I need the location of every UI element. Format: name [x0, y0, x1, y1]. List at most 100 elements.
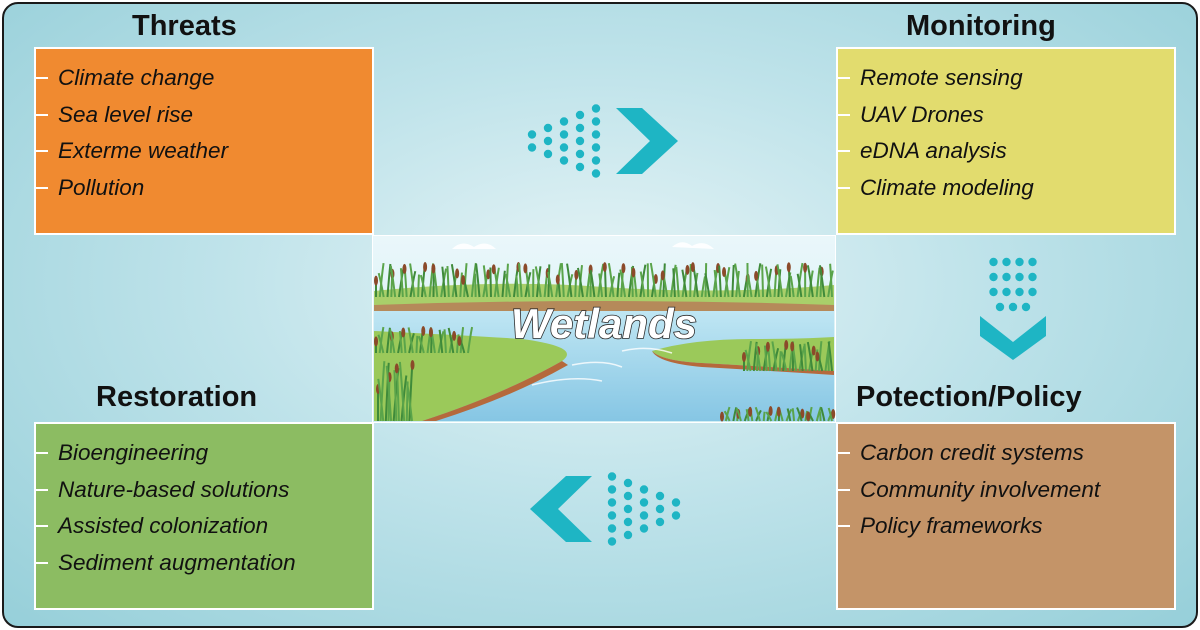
reed — [459, 272, 463, 298]
reed — [754, 406, 761, 422]
reed — [818, 265, 826, 298]
arrow-dot — [623, 504, 633, 514]
reed — [829, 263, 833, 298]
policy-list: Carbon credit systems Community involvem… — [838, 438, 1100, 548]
reed — [827, 341, 833, 372]
arrow-dot — [1002, 257, 1011, 267]
arrow-dot — [623, 530, 633, 540]
reed — [734, 263, 742, 298]
reed — [576, 267, 584, 298]
cloud-shape — [672, 242, 714, 249]
reed — [377, 272, 385, 298]
arrow-dot — [607, 498, 617, 507]
cattail — [523, 263, 528, 274]
reed — [689, 264, 692, 298]
reed — [754, 343, 762, 372]
cloud-shape — [452, 243, 496, 249]
cattail — [722, 267, 727, 278]
arrow-dot — [559, 156, 569, 165]
arrow-dot — [623, 517, 633, 527]
cattail — [786, 262, 791, 273]
monitoring-item: Remote sensing — [838, 63, 1034, 100]
reed — [778, 351, 782, 372]
arrow-dot — [1002, 287, 1011, 297]
restoration-box: Bioengineering Nature-based solutions As… — [34, 422, 374, 610]
reed — [619, 269, 627, 298]
reed — [723, 410, 731, 422]
reed — [463, 263, 468, 298]
arrow-dot — [543, 149, 553, 159]
arrow-dot — [575, 110, 585, 120]
reed — [789, 275, 795, 298]
left-bank-soil — [422, 361, 568, 421]
left-bank — [374, 331, 567, 421]
arrow-dot — [527, 130, 537, 139]
arrow-dot — [543, 123, 553, 133]
reed — [398, 361, 406, 422]
reed — [504, 273, 512, 298]
reed — [517, 263, 523, 298]
arrow-dot — [655, 491, 665, 501]
reed — [791, 408, 796, 422]
cattail — [402, 263, 407, 274]
reed — [718, 265, 722, 298]
reed — [817, 341, 823, 372]
reed — [745, 408, 750, 422]
cattail — [455, 268, 460, 279]
reed — [806, 265, 814, 298]
reed — [377, 334, 385, 354]
arrow-dot — [575, 136, 585, 146]
restoration-item: Sediment augmentation — [36, 548, 296, 585]
policy-item: Carbon credit systems — [838, 438, 1100, 475]
reed — [560, 262, 565, 298]
arrow-left-icon — [530, 472, 681, 546]
policy-box: Carbon credit systems Community involvem… — [836, 422, 1176, 610]
wetland-illustration: Wetlands — [372, 235, 836, 423]
cattail — [621, 263, 626, 274]
arrow-dot — [591, 104, 601, 113]
threats-item: Exterme weather — [36, 136, 228, 173]
threats-item: Sea level rise — [36, 100, 228, 137]
reed — [389, 265, 397, 298]
cattail — [790, 341, 795, 352]
restoration-item: Bioengineering — [36, 438, 296, 475]
cattail — [754, 270, 759, 281]
arrow-right-icon — [527, 104, 678, 178]
far-bank-soil — [374, 301, 834, 311]
arrow-down-icon — [980, 257, 1046, 360]
arrow-dot — [607, 511, 617, 520]
arrow-dot — [575, 162, 585, 172]
chevron-right-icon — [616, 108, 678, 174]
reed — [763, 345, 768, 372]
reed — [806, 341, 814, 372]
reed — [819, 411, 822, 422]
arrow-dot — [639, 498, 649, 507]
reed — [776, 264, 784, 298]
reed — [450, 264, 458, 298]
arrow-dot — [575, 123, 585, 133]
arrow-dot — [1028, 287, 1037, 297]
reed — [400, 375, 408, 422]
reed — [780, 351, 788, 372]
cattail — [401, 327, 406, 338]
arrow-dot — [607, 472, 617, 481]
arrow-dot — [591, 156, 601, 165]
arrow-dot — [1015, 272, 1024, 282]
cattail — [653, 273, 658, 284]
arrow-dot — [1021, 302, 1031, 312]
reed — [827, 407, 833, 422]
arrow-dot — [1002, 272, 1011, 282]
reed — [438, 329, 444, 354]
arrow-dot — [655, 504, 665, 514]
reed — [639, 271, 646, 298]
reed — [377, 378, 385, 422]
cattail — [374, 336, 378, 347]
restoration-list: Bioengineering Nature-based solutions As… — [36, 438, 296, 584]
reed — [672, 268, 676, 298]
reed — [704, 273, 711, 298]
reed — [379, 361, 386, 422]
cattail — [602, 262, 607, 273]
cattail — [776, 406, 781, 417]
cattail — [423, 262, 428, 273]
